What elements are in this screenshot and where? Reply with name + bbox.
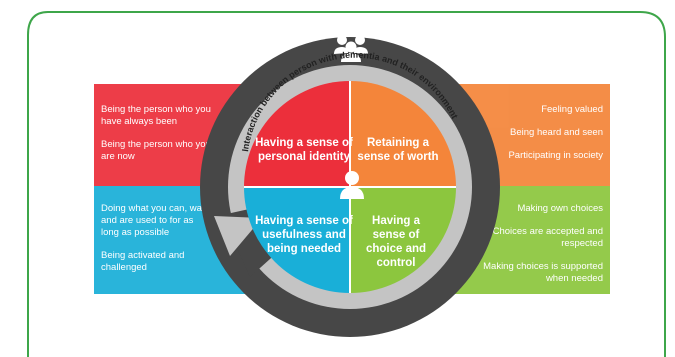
frame-border-top-right — [48, 11, 666, 357]
panel-text: Feeling valued — [541, 104, 603, 115]
panel-text: Choices are accepted and respected — [492, 226, 603, 249]
quadrant-label-identity: Having a sense of personal identity — [255, 137, 353, 163]
quadrant-label-worth: Retaining a sense of worth — [357, 137, 439, 163]
panel-text: Making own choices — [517, 203, 603, 214]
panel-text: Participating in society — [508, 150, 603, 161]
quadrant-label-choice: Having a sense of choice and control — [365, 215, 427, 269]
quadrant-label-usefulness: Having a sense of usefulness and being n… — [255, 215, 353, 255]
person-icon — [340, 171, 364, 199]
panel-text: Making choices is supported when needed — [483, 261, 603, 284]
group-people-icon — [334, 35, 368, 62]
frame-border-left — [27, 11, 49, 357]
panel-text: Being activated and challenged — [101, 250, 185, 273]
panel-text: Doing what you can, want, and are used t… — [101, 203, 213, 238]
arrow-head-icon — [214, 216, 262, 256]
panel-text: Being heard and seen — [510, 127, 603, 138]
panel-text: Being the person who you have always bee… — [101, 104, 211, 127]
panel-text: Being the person who you are now — [101, 139, 211, 162]
